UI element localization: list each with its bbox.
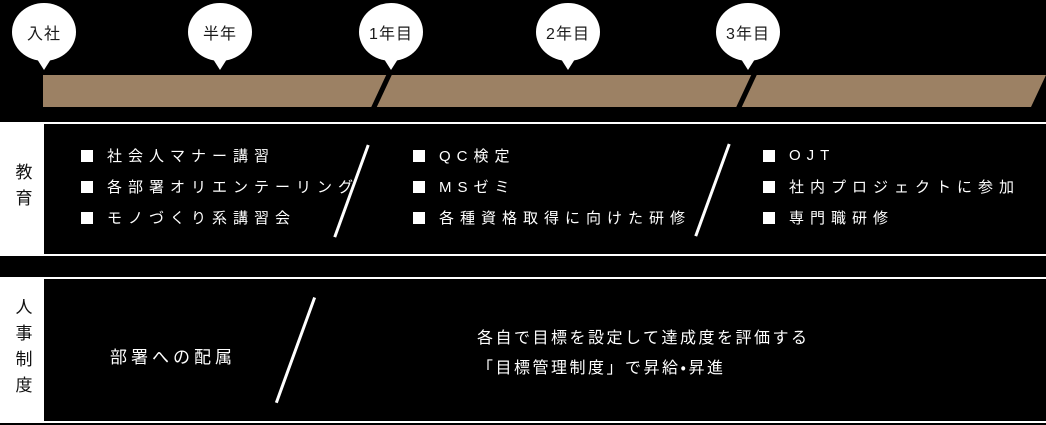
hr-row-label-box: 人事制度: [0, 279, 44, 421]
bullet-square-icon: [413, 211, 425, 224]
hr-row: 人事制度 部署への配属 各自で目標を設定して達成度を評価する 「目標管理制度」で…: [0, 277, 1046, 423]
milestone-bubble: 半年: [188, 3, 252, 70]
milestone-bubble: 3年目: [716, 3, 780, 70]
milestone-label: 3年目: [726, 26, 770, 43]
education-phase-1-list: 社会人マナー講習 各部署オリエンテーリング モノづくり系講習会: [81, 140, 359, 233]
education-phase-2-list: QC検定 MSゼミ 各種資格取得に向けた研修: [413, 140, 691, 233]
milestone-label: 1年目: [369, 26, 413, 43]
bubble-tail-icon: [561, 59, 575, 70]
bullet-square-icon: [413, 180, 425, 193]
list-item: 各部署オリエンテーリング: [81, 171, 359, 202]
milestone-label: 2年目: [546, 26, 590, 43]
bullet-square-icon: [763, 211, 775, 224]
education-item: モノづくり系講習会: [107, 210, 297, 227]
education-item: 社会人マナー講習: [107, 148, 276, 165]
bubble-tail-icon: [213, 59, 227, 70]
bullet-square-icon: [81, 211, 93, 224]
list-item: 社内プロジェクトに参加: [763, 171, 1020, 202]
list-item: MSゼミ: [413, 171, 691, 202]
milestone-label: 半年: [202, 26, 237, 43]
hr-phase2-text: 各自で目標を設定して達成度を評価する 「目標管理制度」で昇給・昇進: [477, 324, 810, 384]
education-item: MSゼミ: [439, 179, 516, 196]
milestone-label: 入社: [26, 26, 61, 43]
list-item: 専門職研修: [763, 202, 1020, 233]
education-row: 教育 社会人マナー講習 各部署オリエンテーリング モノづくり系講習会 QC検定: [0, 122, 1046, 256]
education-item: OJT: [789, 147, 836, 164]
bubble-tail-icon: [37, 59, 51, 70]
education-phase-3-list: OJT 社内プロジェクトに参加 専門職研修: [763, 140, 1020, 233]
timeline-bar: [43, 75, 1046, 107]
bubble-tail-icon: [741, 59, 755, 70]
education-item: 専門職研修: [789, 210, 895, 227]
list-item: 社会人マナー講習: [81, 140, 359, 171]
bullet-square-icon: [81, 180, 93, 193]
bullet-square-icon: [763, 149, 775, 162]
phase-divider-slash: [694, 143, 731, 237]
phase-divider-slash: [274, 296, 316, 404]
list-item: 各種資格取得に向けた研修: [413, 202, 691, 233]
list-item: OJT: [763, 140, 1020, 171]
list-item: モノづくり系講習会: [81, 202, 359, 233]
milestone-bubble: 1年目: [359, 3, 423, 70]
education-item: 各部署オリエンテーリング: [107, 179, 360, 196]
bullet-square-icon: [81, 149, 93, 162]
education-row-label-box: 教育: [0, 124, 44, 254]
hr-phase1-text: 部署への配属: [110, 348, 236, 367]
hr-phase2-line: 「目標管理制度」で昇給・昇進: [477, 360, 726, 377]
education-item: 社内プロジェクトに参加: [789, 179, 1021, 196]
milestone-bubble: 入社: [12, 3, 76, 70]
education-item: 各種資格取得に向けた研修: [439, 210, 692, 227]
milestone-bubble: 2年目: [536, 3, 600, 70]
bubble-tail-icon: [384, 59, 398, 70]
hr-phase2-line: 各自で目標を設定して達成度を評価する: [477, 330, 810, 347]
list-item: QC検定: [413, 140, 691, 171]
bullet-square-icon: [763, 180, 775, 193]
hr-row-label: 人事制度: [12, 298, 32, 402]
education-item: QC検定: [439, 148, 516, 165]
education-row-label: 教育: [12, 163, 32, 215]
bullet-square-icon: [413, 149, 425, 162]
